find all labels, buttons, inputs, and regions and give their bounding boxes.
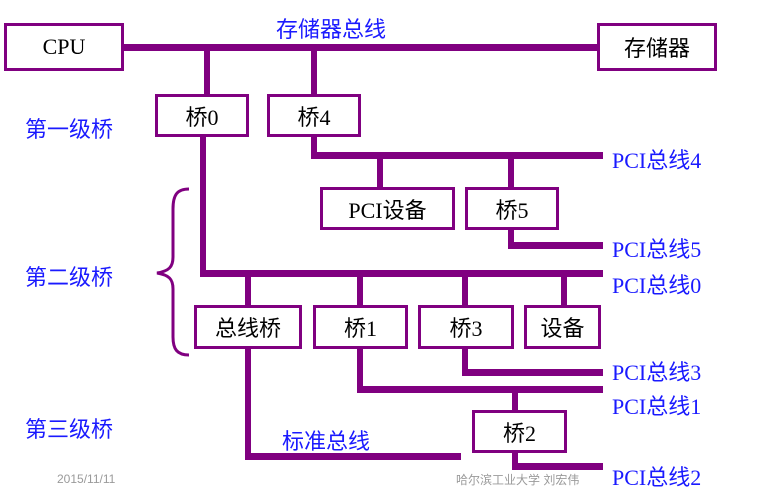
footer-author: 哈尔滨工业大学 刘宏伟 [456, 473, 580, 487]
level2-brace-icon [156, 187, 190, 357]
bridge2-down-link [512, 450, 518, 470]
bridge3-down-link [462, 346, 468, 376]
bridge1-label: 桥1 [343, 316, 377, 341]
pci-bus-2-label: PCI总线2 [612, 465, 702, 490]
memory-box: 存储器 [597, 23, 717, 71]
pci-bus-1-line [357, 386, 603, 393]
pci-bus-3-label: PCI总线3 [612, 360, 702, 385]
bus-bridge-down-link [245, 346, 251, 460]
cpu-label: CPU [42, 34, 86, 59]
bridge4-up-link [311, 44, 317, 96]
bridge5-down-link [508, 227, 514, 249]
pci-bus-1-label: PCI总线1 [612, 394, 702, 419]
device-box: 设备 [524, 305, 601, 349]
pci-bus-4-line [311, 152, 603, 159]
bridge3-up-link [462, 270, 468, 308]
pci-device-box: PCI设备 [320, 187, 455, 230]
level3-label: 第三级桥 [25, 417, 114, 442]
bridge4-box: 桥4 [267, 94, 361, 137]
standard-bus-label: 标准总线 [282, 429, 371, 454]
pci-bus-0-line [200, 270, 603, 277]
pci-bus-0-label: PCI总线0 [612, 273, 702, 298]
bridge0-up-link [204, 44, 210, 96]
pci-bus-5-line [508, 242, 603, 249]
bridge0-label: 桥0 [185, 104, 219, 130]
pci-bus-2-line [512, 463, 603, 470]
bridge5-label: 桥5 [495, 197, 529, 223]
footer-date: 2015/11/11 [57, 472, 116, 486]
level1-label: 第一级桥 [25, 117, 114, 142]
memory-bus-line [120, 44, 600, 51]
pci-bus-4-label: PCI总线4 [612, 148, 702, 173]
bridge1-down-link [357, 346, 363, 393]
level2-label: 第二级桥 [25, 265, 114, 290]
bridge0-down-link [200, 134, 206, 277]
device-up-link [561, 270, 567, 308]
bridge1-up-link [357, 270, 363, 308]
bridge0-box: 桥0 [155, 94, 249, 137]
bridge2-box: 桥2 [472, 410, 567, 453]
device-label: 设备 [540, 316, 585, 341]
cpu-box: CPU [4, 23, 124, 71]
bus-bridge-box: 总线桥 [194, 305, 302, 349]
bridge2-up-link [512, 386, 518, 412]
bus-bridge-label: 总线桥 [214, 316, 281, 341]
bridge4-down-link [311, 134, 317, 158]
pci-device-label: PCI设备 [348, 197, 427, 223]
pci-bus-5-label: PCI总线5 [612, 237, 702, 262]
bridge3-box: 桥3 [418, 305, 514, 349]
bridge1-box: 桥1 [313, 305, 408, 349]
standard-bus-line [245, 453, 461, 460]
bridge5-box: 桥5 [465, 187, 559, 230]
pci-bus-3-line [462, 369, 603, 376]
memory-bus-label: 存储器总线 [276, 17, 387, 42]
bridge2-label: 桥2 [502, 420, 536, 446]
bridge5-up-link [508, 152, 514, 188]
bus-bridge-up-link [245, 270, 251, 308]
bridge3-label: 桥3 [449, 316, 483, 341]
pci-device-up-link [377, 152, 383, 188]
bridge4-label: 桥4 [297, 104, 331, 130]
memory-label: 存储器 [623, 36, 690, 61]
